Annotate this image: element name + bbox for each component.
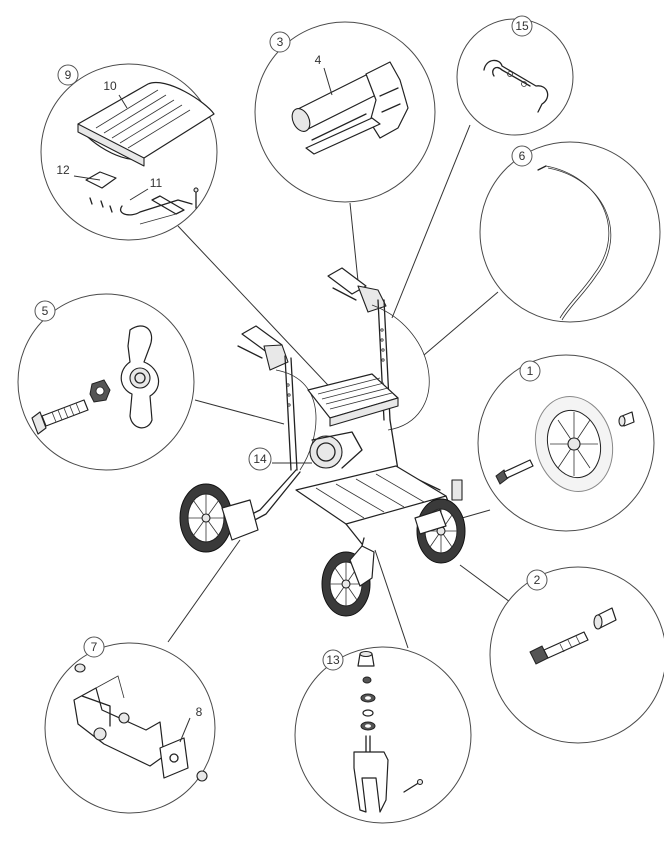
leader-line-1 (461, 509, 491, 519)
rollator-assembly (179, 267, 466, 617)
callout-number-7: 7 (91, 640, 98, 654)
callout-number-15: 15 (515, 19, 529, 33)
callout-number-1: 1 (527, 364, 534, 378)
part-label-10: 10 (103, 79, 117, 93)
callout-15: 15 (456, 15, 574, 136)
leader-line-3 (349, 202, 359, 282)
callout-6: 6 (479, 141, 661, 323)
leader-line-6 (423, 291, 499, 356)
part-label-11: 11 (150, 176, 163, 190)
leader-line-7 (167, 539, 241, 643)
callout-number-13: 13 (326, 653, 340, 667)
callout-5: 5 (17, 293, 195, 471)
callout-7: 7 8 (44, 636, 216, 814)
leader-line-2 (459, 564, 511, 603)
part-label-8: 8 (196, 705, 203, 719)
callout-number-6: 6 (519, 149, 526, 163)
part-label-4: 4 (315, 53, 322, 67)
callout-2: 2 (489, 566, 664, 744)
callout-14: 14 (248, 447, 272, 471)
callout-number-3: 3 (277, 35, 284, 49)
leader-line-13 (374, 549, 409, 649)
callout-number-2: 2 (534, 573, 541, 587)
callout-number-14: 14 (253, 452, 267, 466)
callout-1: 1 (477, 354, 655, 532)
callout-number-5: 5 (42, 304, 49, 318)
callout-9: 9 10 11 12 (40, 63, 218, 241)
part-label-12: 12 (56, 163, 70, 177)
leader-lines (167, 124, 511, 649)
callout-number-9: 9 (65, 68, 72, 82)
leader-line-9 (177, 225, 343, 401)
callout-3: 3 4 (254, 21, 436, 203)
leader-line-15 (391, 124, 471, 319)
leader-line-5 (194, 399, 285, 425)
callout-13: 13 (294, 646, 472, 824)
